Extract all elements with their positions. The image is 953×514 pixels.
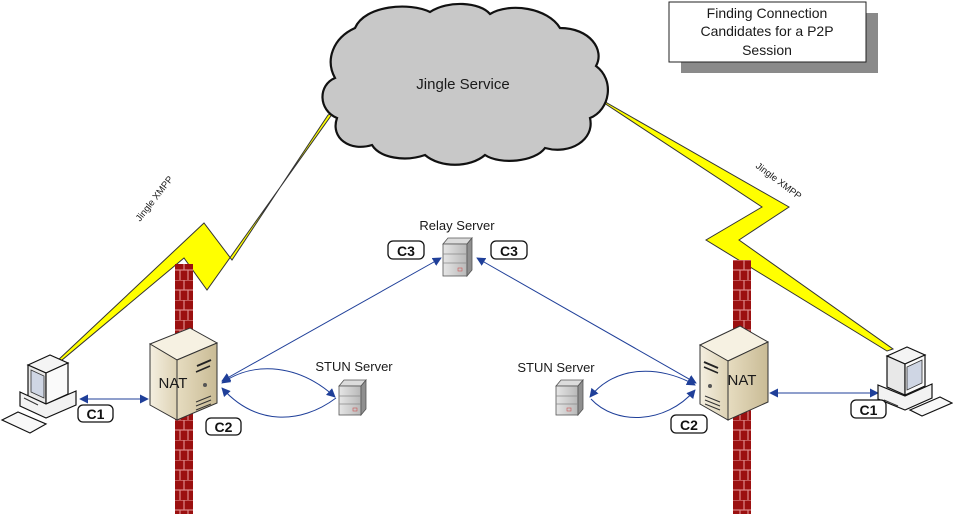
left-stun-response [221, 387, 337, 418]
right-c2-badge-text: C2 [680, 417, 698, 433]
left-c2-badge: C2 [205, 417, 242, 436]
relay-side [466, 236, 473, 278]
title-line-3: Session [742, 42, 792, 58]
left-c1-badge-text: C1 [87, 406, 105, 422]
left-nat-device: NAT [148, 327, 219, 421]
left-stun-side [360, 378, 367, 417]
left-monitor-screen [30, 369, 45, 399]
left-host-computer [0, 354, 77, 434]
left-c2-badge-frame [205, 417, 242, 436]
right-stun-response [590, 389, 696, 418]
left-xmpp-bolt [55, 111, 335, 363]
relay-c3-right-badge-frame [490, 240, 528, 260]
right-stun-side [577, 378, 584, 417]
right-nat-vent [704, 395, 721, 403]
right-c1-badge: C1 [850, 399, 887, 419]
left-nat-relay-link [221, 257, 442, 382]
right-nat-vent [704, 403, 721, 411]
right-nat-device: NAT [698, 325, 770, 421]
left-c2-badge-text: C2 [215, 419, 233, 435]
relay-c3-left-badge-frame [387, 240, 425, 260]
left-stun-server: STUN Server [315, 359, 393, 417]
left-stun-request [221, 368, 336, 398]
right-nat-bay [703, 366, 719, 374]
left-stun-led [352, 407, 358, 412]
right-nat-led [708, 384, 712, 388]
relay-server: Relay Server [419, 218, 495, 278]
right-stun-label: STUN Server [517, 360, 595, 375]
left-xmpp-label: Jingle XMPP [134, 174, 176, 224]
relay-c3-right-badge: C3 [490, 240, 528, 260]
right-nat-relay-link [476, 257, 697, 384]
right-keyboard [908, 396, 953, 417]
left-keyboard [0, 411, 48, 434]
right-c1-badge-frame [850, 399, 887, 419]
title-box: Finding Connection Candidates for a P2P … [668, 1, 878, 73]
relay-led [457, 267, 463, 272]
cloud-shape [321, 2, 609, 166]
jingle-service-cloud: Jingle Service [321, 2, 609, 166]
right-host-computer [877, 346, 953, 417]
title-box-frame [668, 1, 867, 63]
title-line-1: Finding Connection [707, 5, 828, 21]
title-line-2: Candidates for a P2P [700, 23, 833, 39]
right-xmpp-bolt [594, 96, 895, 352]
right-nat-vent [704, 399, 721, 407]
right-monitor-screen [906, 359, 923, 391]
left-nat-vent [195, 399, 212, 407]
right-nat-label: NAT [728, 372, 757, 389]
cloud-label: Jingle Service [416, 76, 509, 93]
relay-c3-left-badge: C3 [387, 240, 425, 260]
right-stun-led [566, 407, 572, 412]
left-nat-label: NAT [159, 375, 188, 392]
right-stun-server: STUN Server [517, 360, 595, 417]
left-nat-vent [195, 395, 212, 403]
left-cpu-vent [23, 397, 39, 406]
left-stun-label: STUN Server [315, 359, 393, 374]
right-nat-side [727, 341, 769, 421]
right-c2-badge-frame [670, 414, 708, 434]
left-c1-badge: C1 [77, 404, 114, 423]
relay-c3-right-badge-text: C3 [500, 243, 518, 259]
left-nat-led [203, 383, 207, 387]
right-c1-badge-text: C1 [860, 402, 878, 418]
right-stun-request [589, 370, 696, 398]
left-stun-front [338, 385, 362, 416]
right-nat-bay [703, 361, 719, 369]
right-cpu-vent [883, 399, 899, 407]
left-nat-bay [195, 365, 211, 373]
relay-front [442, 243, 468, 277]
right-c2-badge: C2 [670, 414, 708, 434]
left-c1-badge-frame [77, 404, 114, 423]
relay-c3-left-badge-text: C3 [397, 243, 415, 259]
left-nat-bay [196, 359, 212, 367]
relay-server-label: Relay Server [419, 218, 495, 233]
left-cpu-case [19, 390, 77, 419]
left-nat-vent [195, 403, 212, 411]
